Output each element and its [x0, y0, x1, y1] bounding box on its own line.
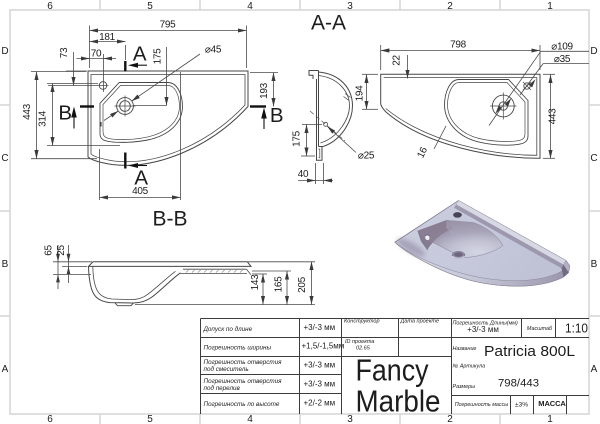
- svg-text:1:10: 1:10: [565, 321, 588, 336]
- svg-text:B-B: B-B: [152, 208, 187, 231]
- svg-text:795: 795: [160, 20, 177, 31]
- svg-text:⌀45: ⌀45: [205, 45, 222, 56]
- svg-text:ID проекта: ID проекта: [345, 339, 374, 345]
- svg-text:22: 22: [392, 55, 403, 66]
- svg-text:B: B: [2, 259, 9, 270]
- svg-text:405: 405: [132, 186, 149, 197]
- svg-text:3: 3: [347, 1, 353, 12]
- svg-text:443: 443: [548, 108, 559, 125]
- svg-text:2: 2: [447, 1, 453, 12]
- svg-text:Допуск по длине: Допуск по длине: [203, 325, 253, 333]
- svg-text:1: 1: [547, 414, 553, 424]
- svg-text:A: A: [133, 43, 147, 66]
- svg-text:73: 73: [59, 47, 70, 58]
- svg-text:175: 175: [292, 130, 303, 147]
- svg-text:6: 6: [47, 414, 53, 424]
- svg-text:D: D: [590, 46, 597, 57]
- svg-text:+3/-3 мм: +3/-3 мм: [467, 325, 499, 334]
- svg-text:205: 205: [297, 276, 308, 293]
- svg-text:Погрешность ширины: Погрешность ширины: [204, 345, 272, 352]
- svg-text:+3/-3 мм: +3/-3 мм: [304, 361, 336, 370]
- svg-text:B: B: [270, 104, 283, 127]
- svg-text:⌀109: ⌀109: [551, 42, 573, 53]
- svg-text:194: 194: [355, 85, 366, 102]
- svg-text:1: 1: [547, 1, 553, 12]
- svg-text:Размеры: Размеры: [453, 384, 476, 390]
- svg-text:Marble: Marble: [356, 384, 441, 419]
- svg-text:№ Артикула: № Артикула: [453, 364, 486, 370]
- svg-text:A-A: A-A: [311, 12, 346, 35]
- svg-text:под смеситель: под смеситель: [204, 365, 249, 373]
- svg-text:193: 193: [259, 82, 270, 99]
- svg-text:+3/-3 мм: +3/-3 мм: [304, 323, 336, 332]
- svg-text:181: 181: [99, 32, 116, 43]
- svg-text:4: 4: [247, 1, 253, 12]
- svg-text:443: 443: [22, 103, 33, 120]
- svg-text:798/443: 798/443: [498, 377, 539, 389]
- svg-text:A: A: [591, 364, 598, 375]
- svg-text:A: A: [2, 364, 9, 375]
- svg-text:⌀25: ⌀25: [358, 151, 375, 162]
- svg-text:+2/-2 мм: +2/-2 мм: [304, 399, 336, 408]
- svg-text:3: 3: [347, 414, 353, 424]
- svg-text:МАССА: МАССА: [538, 399, 566, 408]
- svg-text:⌀35: ⌀35: [554, 54, 571, 65]
- svg-text:165: 165: [274, 276, 285, 293]
- svg-text:под перелив: под перелив: [204, 384, 241, 392]
- svg-text:314: 314: [38, 110, 49, 127]
- svg-text:Patricia 800L: Patricia 800L: [484, 344, 575, 360]
- svg-text:Погрешность по высоте: Погрешность по высоте: [204, 401, 280, 408]
- svg-text:25: 25: [56, 245, 67, 256]
- svg-text:798: 798: [450, 40, 467, 51]
- svg-text:40: 40: [298, 169, 309, 180]
- svg-text:5: 5: [147, 414, 153, 424]
- svg-text:B: B: [58, 102, 71, 125]
- svg-text:B: B: [591, 259, 598, 270]
- svg-text:6: 6: [47, 1, 53, 12]
- svg-text:Погрешность массы: Погрешность массы: [455, 402, 509, 408]
- svg-text:143: 143: [250, 274, 261, 291]
- svg-text:+3/-3 мм: +3/-3 мм: [304, 380, 336, 389]
- svg-text:Конструктор: Конструктор: [344, 319, 380, 325]
- svg-text:Дата проекте: Дата проекте: [400, 319, 440, 325]
- svg-text:Fancy: Fancy: [356, 353, 429, 388]
- svg-text:Масштаб: Масштаб: [527, 326, 553, 332]
- svg-text:Название: Название: [453, 346, 477, 352]
- svg-text:70: 70: [91, 48, 102, 59]
- svg-text:Погрешность отверстия: Погрешность отверстия: [204, 359, 283, 366]
- svg-text:D: D: [1, 46, 8, 57]
- svg-text:C: C: [590, 153, 597, 164]
- svg-text:±3%: ±3%: [515, 401, 528, 408]
- svg-text:4: 4: [247, 414, 253, 424]
- svg-text:16: 16: [416, 145, 431, 160]
- svg-text:65: 65: [44, 245, 55, 256]
- svg-text:175: 175: [153, 48, 164, 65]
- svg-text:C: C: [1, 153, 8, 164]
- svg-text:A: A: [134, 167, 148, 190]
- svg-text:Погрешность отверстия: Погрешность отверстия: [204, 378, 283, 385]
- svg-text:2: 2: [447, 414, 453, 424]
- svg-text:Погрешность Длины(мм): Погрешность Длины(мм): [453, 321, 518, 327]
- svg-text:+1,5/-1,5мм: +1,5/-1,5мм: [302, 342, 345, 351]
- svg-text:5: 5: [147, 1, 153, 12]
- svg-text:02.65: 02.65: [356, 346, 371, 352]
